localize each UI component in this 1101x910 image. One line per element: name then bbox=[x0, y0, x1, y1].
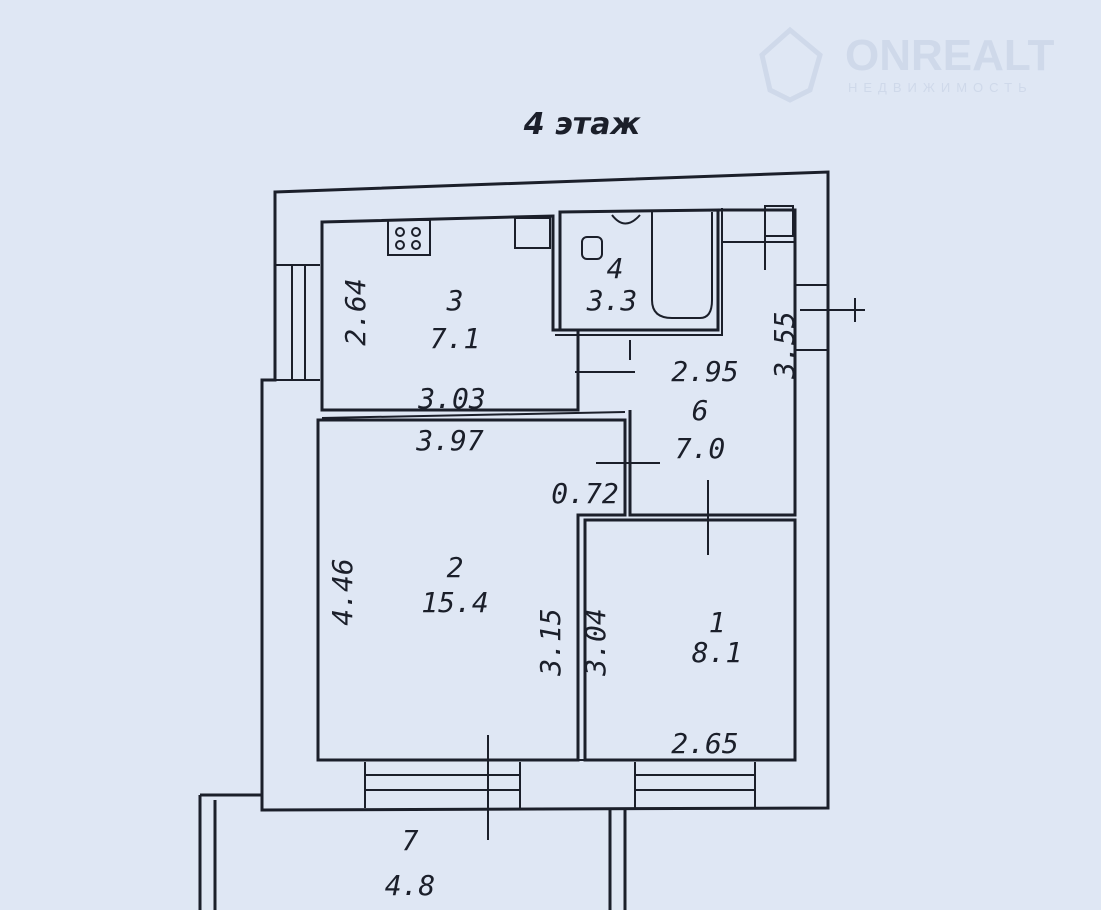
washbasin-icon bbox=[611, 214, 641, 225]
room-3-area: 7.1 bbox=[430, 322, 481, 355]
windows bbox=[275, 264, 756, 840]
toilet-icon bbox=[581, 236, 603, 260]
room-1-number: 1 bbox=[709, 606, 726, 639]
stove-icon bbox=[387, 219, 431, 256]
balcony-walls bbox=[198, 793, 627, 910]
watermark-subtitle: НЕДВИЖИМОСТЬ bbox=[848, 80, 1033, 95]
dim-bedroom-width: 2.65 bbox=[671, 727, 738, 760]
dim-kitchen-height: 2.64 bbox=[339, 278, 372, 345]
room-3-number: 3 bbox=[446, 284, 464, 317]
dim-hall-height: 3.55 bbox=[768, 311, 801, 379]
room-7-number: 7 bbox=[402, 824, 419, 857]
room-7-area: 4.8 bbox=[385, 869, 436, 902]
dim-living-inner: 3.15 bbox=[534, 608, 567, 676]
dimension-labels: 2.64 3.03 3.97 2.95 3.55 0.72 4.46 3.15 … bbox=[326, 278, 801, 760]
sink-icon bbox=[514, 217, 551, 249]
room-2-number: 2 bbox=[447, 551, 464, 584]
dim-passage: 0.72 bbox=[551, 477, 618, 510]
dim-living-height: 4.46 bbox=[326, 558, 359, 625]
dim-kitchen-width: 3.03 bbox=[417, 382, 485, 415]
dim-living-width: 3.97 bbox=[415, 424, 484, 457]
dim-bedroom-height: 3.04 bbox=[579, 608, 612, 676]
room-4-area: 3.3 bbox=[586, 284, 638, 317]
boiler-icon bbox=[764, 205, 794, 237]
room-6-number: 6 bbox=[692, 394, 709, 427]
fixtures bbox=[387, 205, 794, 464]
room-4-number: 4 bbox=[607, 252, 624, 285]
house-logo-icon bbox=[759, 26, 823, 103]
room-2-area: 15.4 bbox=[421, 586, 488, 619]
onrealt-watermark: ONREALT НЕДВИЖИМОСТЬ bbox=[759, 26, 1055, 103]
watermark-brand: ONREALT bbox=[845, 31, 1055, 80]
room-6-area: 7.0 bbox=[675, 432, 726, 465]
room-1-area: 8.1 bbox=[692, 636, 743, 669]
bathtub-icon bbox=[651, 212, 713, 319]
room-labels: 1 8.1 2 15.4 3 7.1 4 3.3 6 7.0 7 4.8 bbox=[385, 252, 743, 902]
dim-hall-width: 2.95 bbox=[671, 355, 738, 388]
floor-title: 4 этаж bbox=[523, 107, 642, 142]
